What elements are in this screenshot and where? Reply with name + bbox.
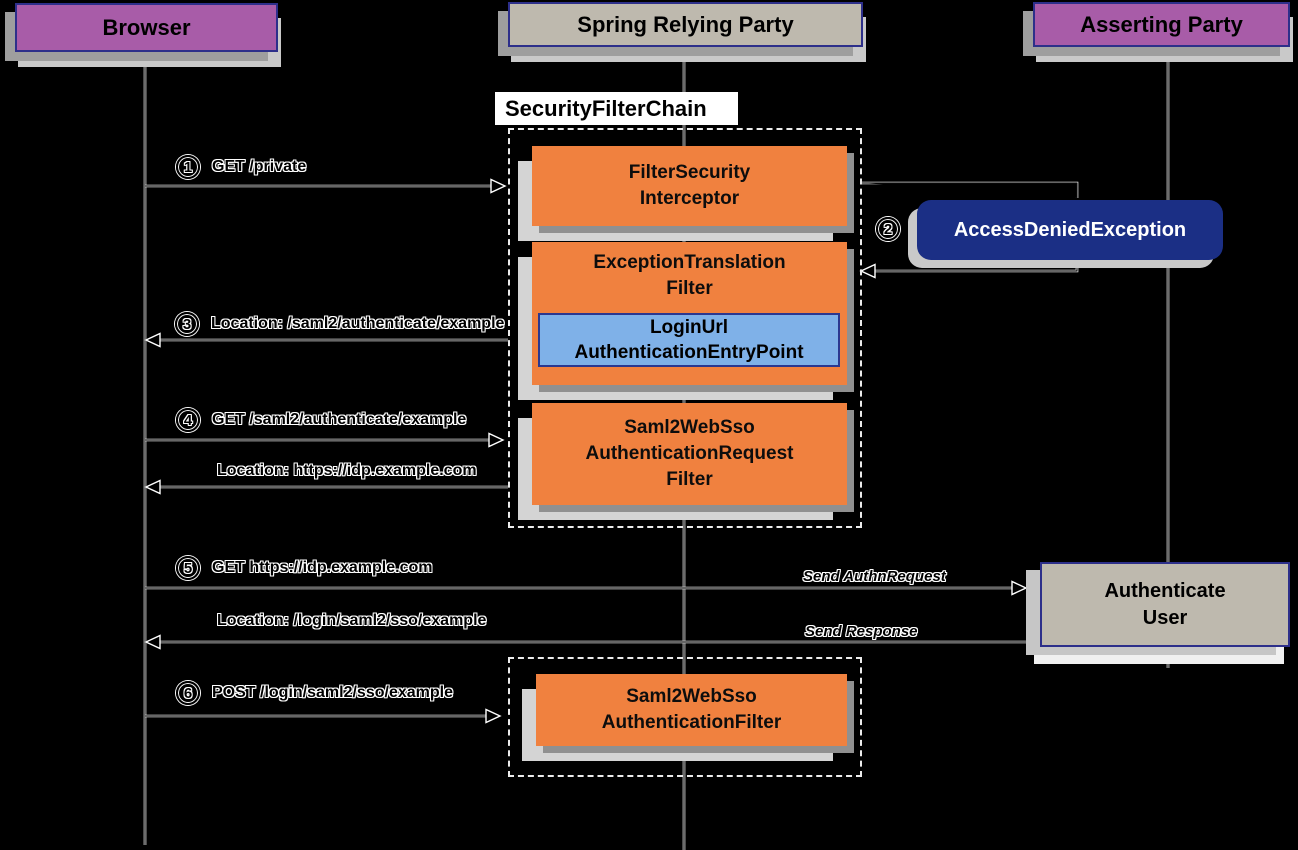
actor-relying-party: Spring Relying Party bbox=[508, 2, 863, 47]
actor-browser: Browser bbox=[15, 3, 278, 52]
message-6: 6 POST /login/saml2/sso/example bbox=[176, 680, 453, 706]
step-1-badge: 1 bbox=[176, 155, 200, 179]
login-url-authentication-entry-point-box: LoginUrl AuthenticationEntryPoint bbox=[538, 313, 840, 367]
arrow-location-saml2-authenticate bbox=[144, 332, 508, 348]
message-4: 4 GET /saml2/authenticate/example bbox=[176, 407, 466, 433]
saml2-authn-request-line2: AuthenticationRequest bbox=[585, 443, 794, 464]
saml2-authn-request-line3: Filter bbox=[666, 469, 713, 490]
step-6-badge: 6 bbox=[176, 681, 200, 705]
saml2-authentication-filter-line2: AuthenticationFilter bbox=[601, 712, 782, 733]
message-4-return-text: Location: https://idp.example.com bbox=[217, 462, 477, 479]
actor-browser-label: Browser bbox=[102, 14, 191, 40]
arrow-get-saml2-authenticate bbox=[145, 432, 505, 448]
message-4-text: GET /saml2/authenticate/example bbox=[212, 411, 467, 428]
message-1: 1 GET /private bbox=[176, 154, 306, 180]
saml2-authentication-filter-line1: Saml2WebSso bbox=[626, 686, 757, 707]
send-authnrequest-label: Send AuthnRequest bbox=[803, 563, 946, 589]
security-filter-chain-container bbox=[508, 128, 862, 528]
actor-asserting-party-label: Asserting Party bbox=[1080, 11, 1243, 37]
login-url-entry-point-line1: LoginUrl bbox=[649, 317, 729, 338]
message-5-return-text: Location: /login/saml2/sso/example bbox=[217, 612, 487, 629]
filter-security-interceptor-line2: Interceptor bbox=[639, 188, 740, 209]
message-2: 2 bbox=[876, 216, 900, 242]
send-authnrequest-text: Send AuthnRequest bbox=[803, 567, 946, 585]
step-5-badge: 5 bbox=[176, 556, 200, 580]
actor-relying-party-label: Spring Relying Party bbox=[577, 11, 794, 37]
arrow-throw-access-denied bbox=[862, 181, 1079, 198]
message-3: 3 Location: /saml2/authenticate/example bbox=[175, 311, 504, 337]
saml2-authentication-filter-container bbox=[508, 657, 862, 777]
actor-asserting-party: Asserting Party bbox=[1033, 2, 1290, 47]
access-denied-exception-label: AccessDeniedException bbox=[953, 218, 1187, 241]
authenticate-user-box: Authenticate User bbox=[1040, 562, 1290, 647]
security-filter-chain-label: SecurityFilterChain bbox=[495, 92, 738, 125]
send-response-label: Send Response bbox=[805, 618, 918, 644]
message-4-return: Location: https://idp.example.com bbox=[217, 458, 477, 484]
message-3-text: Location: /saml2/authenticate/example bbox=[211, 315, 505, 332]
arrow-post-login-saml2 bbox=[145, 708, 502, 724]
exception-translation-filter-line1: ExceptionTranslation bbox=[593, 252, 786, 273]
authenticate-user-line1: Authenticate bbox=[1104, 579, 1226, 602]
saml2-authn-request-line1: Saml2WebSso bbox=[624, 417, 755, 438]
filter-security-interceptor-line1: FilterSecurity bbox=[628, 162, 751, 183]
message-5-text: GET https://idp.example.com bbox=[212, 559, 433, 576]
saml2-authentication-request-filter-box: Saml2WebSso AuthenticationRequest Filter bbox=[532, 403, 847, 505]
step-2-badge: 2 bbox=[876, 217, 900, 241]
authenticate-user-line2: User bbox=[1142, 606, 1188, 629]
access-denied-exception-box: AccessDeniedException bbox=[917, 200, 1223, 260]
arrow-location-idp bbox=[144, 479, 508, 495]
message-1-text: GET /private bbox=[212, 158, 307, 175]
message-5: 5 GET https://idp.example.com bbox=[176, 555, 432, 581]
step-3-badge: 3 bbox=[175, 312, 199, 336]
send-response-text: Send Response bbox=[805, 622, 918, 640]
arrow-access-denied-return bbox=[859, 260, 1079, 279]
arrow-get-idp-send-authnrequest bbox=[145, 580, 1028, 596]
message-5-return: Location: /login/saml2/sso/example bbox=[217, 608, 486, 634]
step-4-badge: 4 bbox=[176, 408, 200, 432]
security-filter-chain-text: SecurityFilterChain bbox=[505, 95, 707, 121]
exception-translation-filter-line2: Filter bbox=[666, 278, 713, 299]
arrow-get-private bbox=[145, 178, 507, 194]
message-6-text: POST /login/saml2/sso/example bbox=[212, 684, 453, 701]
arrow-send-response bbox=[144, 634, 1040, 650]
filter-security-interceptor-box: FilterSecurity Interceptor bbox=[532, 146, 847, 226]
login-url-entry-point-line2: AuthenticationEntryPoint bbox=[574, 342, 804, 363]
saml2-authentication-filter-box: Saml2WebSso AuthenticationFilter bbox=[536, 674, 847, 746]
